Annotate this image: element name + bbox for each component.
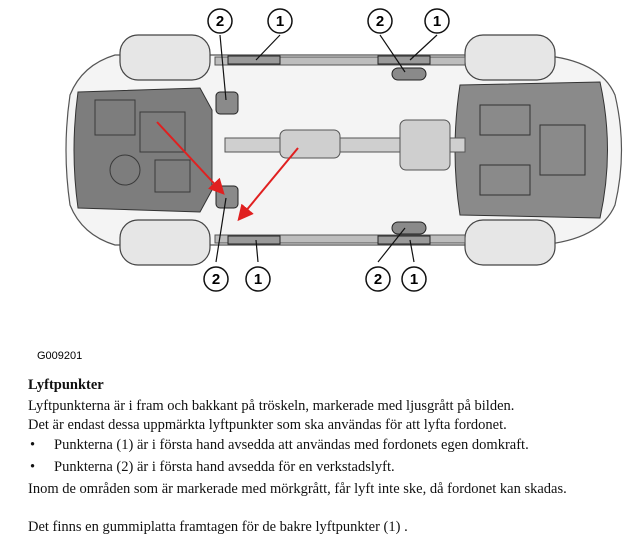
callout-label: 2 bbox=[376, 13, 384, 30]
wheel-rear-left bbox=[464, 34, 556, 81]
lift-point-1-rear-right bbox=[377, 235, 431, 245]
paragraph-line: Lyftpunkterna är i fram och bakkant på t… bbox=[28, 398, 515, 414]
paragraph-line: Inom de områden som är markerade med mör… bbox=[28, 481, 567, 497]
callout-circle bbox=[267, 8, 293, 34]
callout-circle bbox=[367, 8, 393, 34]
callout-circle bbox=[424, 8, 450, 34]
bullet-item: Punkterna (2) är i första hand avsedda f… bbox=[28, 458, 638, 477]
figure-code: G009201 bbox=[37, 350, 83, 362]
section-heading: Lyftpunkter bbox=[28, 377, 104, 393]
rear-axle-area bbox=[454, 81, 608, 219]
wheel-front-left bbox=[119, 34, 211, 81]
callout-circle bbox=[401, 266, 427, 292]
document-body: Lyftpunkter Lyftpunkterna är i fram och … bbox=[28, 376, 638, 537]
lift-points bbox=[215, 55, 431, 245]
lift-point-2-front-left bbox=[215, 91, 239, 115]
callout-circle bbox=[207, 8, 233, 34]
engine-details bbox=[94, 99, 191, 193]
callout-label: 2 bbox=[374, 271, 382, 288]
callouts: 2 1 2 1 2 1 2 1 bbox=[203, 8, 450, 292]
wheels bbox=[119, 34, 556, 266]
callout-label: 1 bbox=[410, 271, 418, 288]
red-arrow-engine bbox=[156, 121, 225, 195]
lift-point-2-rear-right bbox=[391, 221, 427, 235]
paragraph-line: Det finns en gummiplatta framtagen för d… bbox=[28, 519, 408, 535]
red-arrow-tunnel bbox=[237, 147, 299, 222]
wheel-rear-right bbox=[464, 219, 556, 266]
bullet-list: Punkterna (1) är i första hand avsedda a… bbox=[28, 436, 638, 477]
callout-label: 2 bbox=[212, 271, 220, 288]
rear-axle-details bbox=[479, 104, 586, 196]
red-arrows bbox=[156, 121, 299, 222]
lift-point-1-front-right bbox=[227, 235, 281, 245]
bullet-item: Punkterna (1) är i första hand avsedda a… bbox=[28, 436, 638, 455]
paragraph-line: Det är endast dessa uppmärkta lyftpunkte… bbox=[28, 417, 507, 433]
car-underbody-illustration: 2 1 2 1 2 1 2 1 bbox=[65, 8, 623, 292]
callout-label: 1 bbox=[433, 13, 441, 30]
lift-point-2-rear-left bbox=[391, 67, 427, 81]
callout-leaders bbox=[215, 34, 438, 263]
callout-circle bbox=[245, 266, 271, 292]
sill-strips bbox=[214, 56, 466, 244]
callout-label: 1 bbox=[276, 13, 284, 30]
callout-label: 2 bbox=[216, 13, 224, 30]
lift-point-1-rear-left bbox=[377, 55, 431, 65]
callout-circle bbox=[365, 266, 391, 292]
callout-circle bbox=[203, 266, 229, 292]
wheel-front-right bbox=[119, 219, 211, 266]
callout-label: 1 bbox=[254, 271, 262, 288]
lift-point-1-front-left bbox=[227, 55, 281, 65]
